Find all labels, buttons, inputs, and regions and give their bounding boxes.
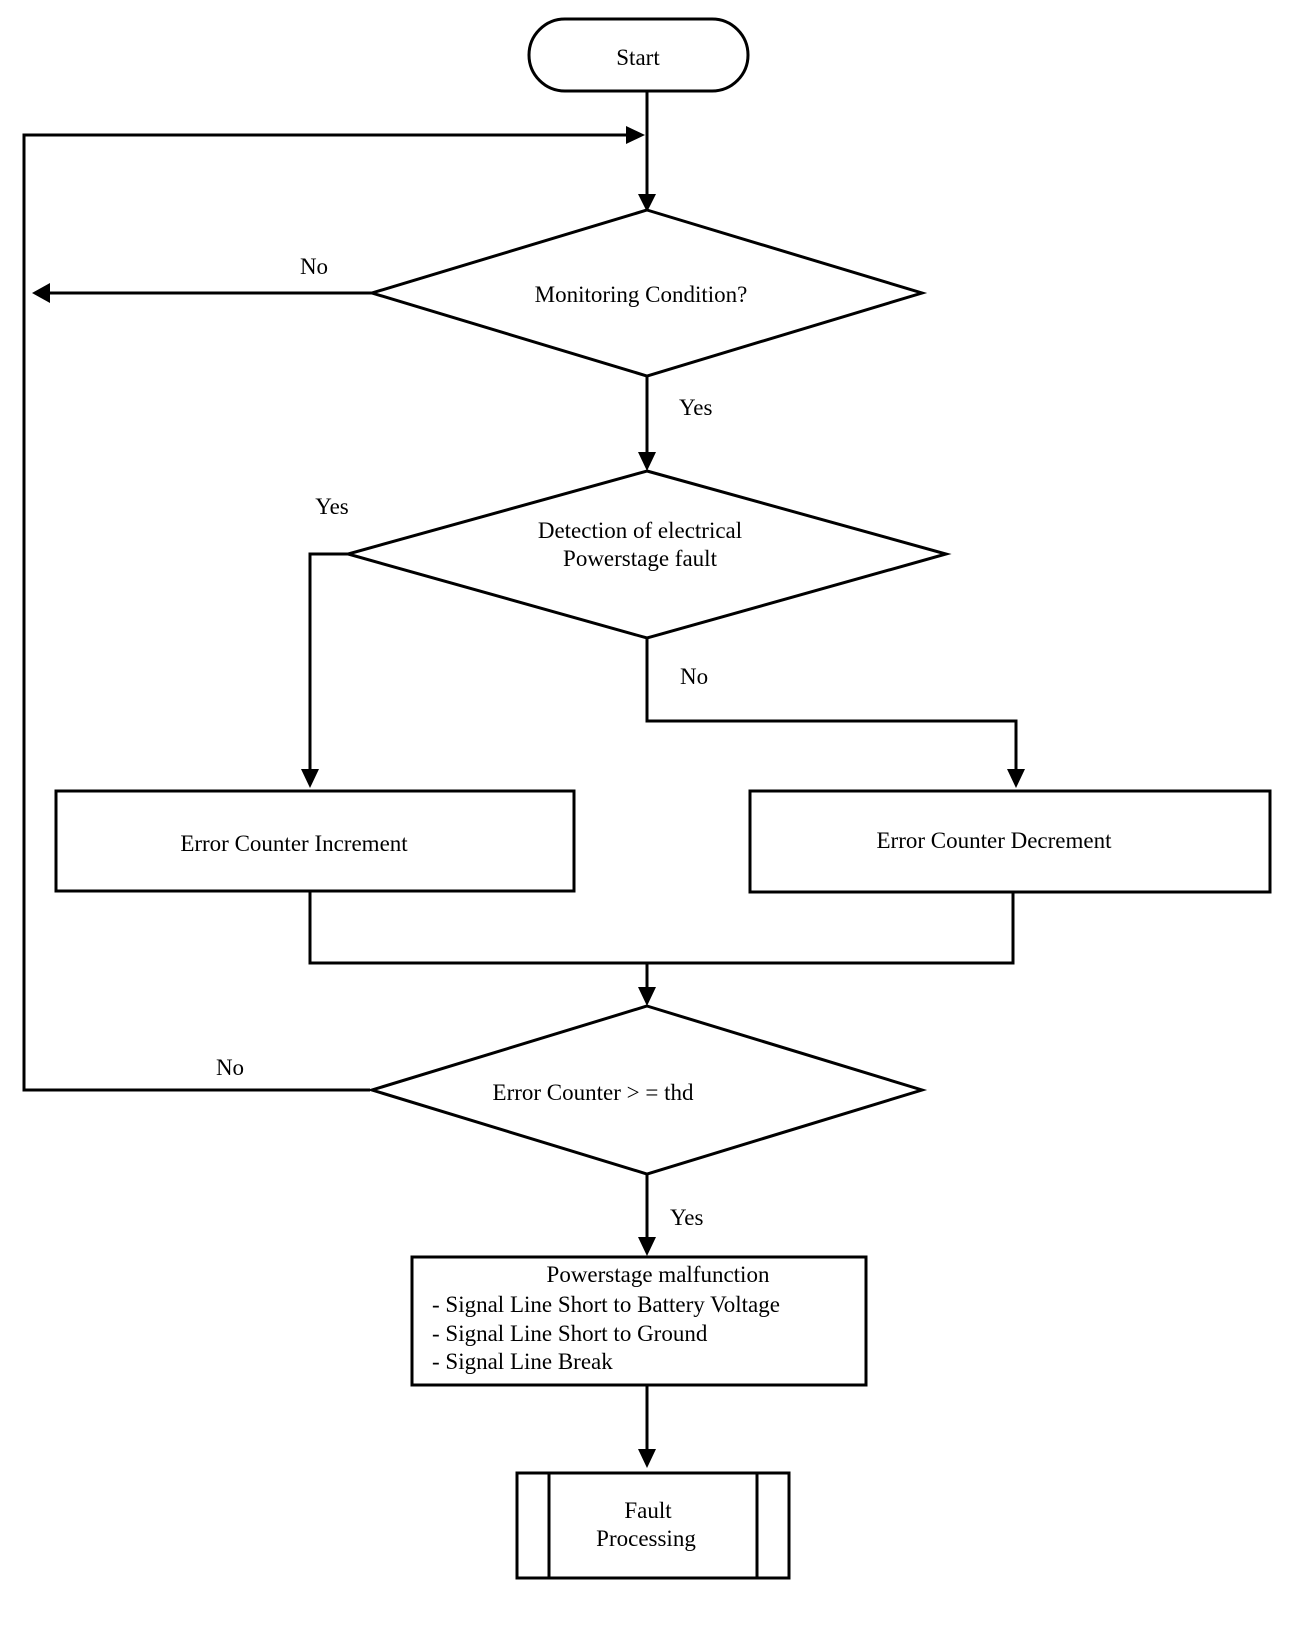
process-malfunction-shape	[410, 1255, 868, 1387]
arrowhead-threshold-yes	[638, 1237, 656, 1256]
monitoring-no-label: No	[300, 254, 328, 279]
decision-detection-line2: Powerstage fault	[563, 546, 718, 571]
decision-monitoring-label: Monitoring Condition?	[535, 282, 748, 307]
process-increment-shape	[54, 789, 576, 893]
decision-detection: Detection of electrical Powerstage fault	[342, 469, 952, 640]
start-terminal: Start	[527, 17, 750, 93]
connector-loop-back	[22, 133, 630, 1092]
threshold-yes-label: Yes	[670, 1205, 704, 1230]
fault-processing-line2: Processing	[596, 1526, 696, 1551]
arrowhead-monitoring-yes	[638, 452, 656, 471]
decision-threshold-label: Error Counter > = thd	[493, 1080, 694, 1105]
monitoring-yes-label: Yes	[679, 395, 713, 420]
arrowhead-into-fault	[638, 1449, 656, 1468]
process-decrement-label: Error Counter Decrement	[876, 828, 1112, 853]
decision-threshold: Error Counter > = thd	[366, 1004, 928, 1176]
detection-yes-label: Yes	[315, 494, 349, 519]
fault-processing-shape	[515, 1471, 791, 1580]
arrowhead-loop-back	[626, 126, 645, 144]
threshold-no-label: No	[216, 1055, 244, 1080]
arrowhead-monitoring-no	[32, 283, 50, 303]
arrowhead-detection-yes	[301, 769, 319, 788]
malfunction-title: Powerstage malfunction	[547, 1262, 770, 1287]
process-increment-label: Error Counter Increment	[180, 831, 408, 856]
process-decrement: Error Counter Decrement	[748, 789, 1272, 894]
fault-processing-line1: Fault	[624, 1498, 672, 1523]
malfunction-item: - Signal Line Break	[432, 1349, 613, 1374]
process-increment: Error Counter Increment	[54, 789, 576, 893]
process-malfunction: Powerstage malfunction - Signal Line Sho…	[410, 1255, 868, 1387]
decision-monitoring: Monitoring Condition?	[366, 208, 928, 378]
process-fault-processing: Fault Processing	[515, 1471, 791, 1580]
start-terminal-shape	[527, 17, 750, 93]
arrowhead-into-monitoring	[638, 194, 656, 212]
connector-detection-no	[645, 638, 1018, 772]
start-label: Start	[616, 45, 660, 70]
connector-increment-merge	[308, 891, 1015, 965]
connector-detection-yes	[308, 552, 348, 772]
malfunction-item: - Signal Line Short to Battery Voltage	[432, 1292, 780, 1317]
detection-no-label: No	[680, 664, 708, 689]
arrowhead-detection-no	[1007, 769, 1025, 788]
malfunction-item: - Signal Line Short to Ground	[432, 1321, 708, 1346]
arrowhead-into-threshold	[638, 987, 656, 1006]
process-decrement-shape	[748, 789, 1272, 894]
decision-detection-line1: Detection of electrical	[538, 518, 742, 543]
